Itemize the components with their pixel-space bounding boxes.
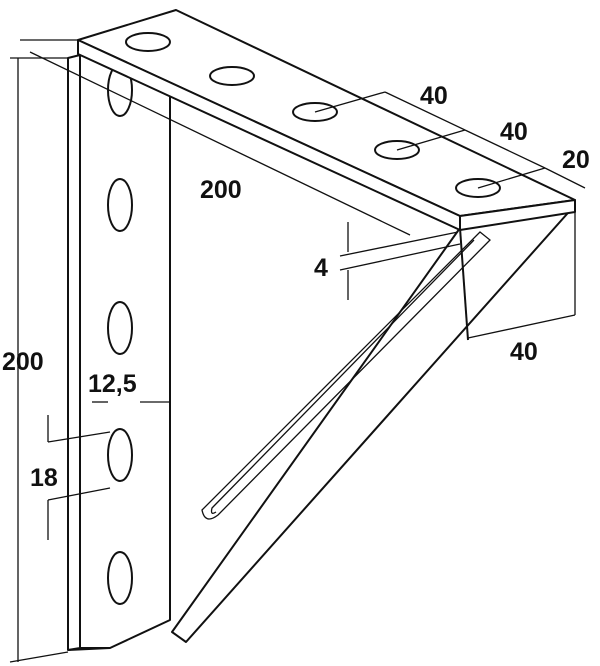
dimension-labels: 40 40 20 200 4 40 200 12,5 18 [2, 82, 590, 492]
vertical-plate [67, 54, 171, 651]
dimension-lines [9, 39, 586, 663]
dim-thickness: 4 [314, 254, 328, 282]
dim-hole-height: 18 [30, 464, 58, 492]
dim-top-spacing-2: 40 [500, 118, 528, 146]
dim-plate-width: 40 [510, 338, 538, 366]
top-plate [77, 9, 576, 231]
dim-plate-length: 200 [200, 176, 242, 204]
dim-top-edge: 20 [562, 146, 590, 174]
dim-hole-width: 12,5 [88, 370, 137, 398]
top-holes [125, 32, 501, 198]
dim-height: 200 [2, 348, 44, 376]
diagonal-brace [171, 204, 576, 643]
dim-top-spacing-1: 40 [420, 82, 448, 110]
